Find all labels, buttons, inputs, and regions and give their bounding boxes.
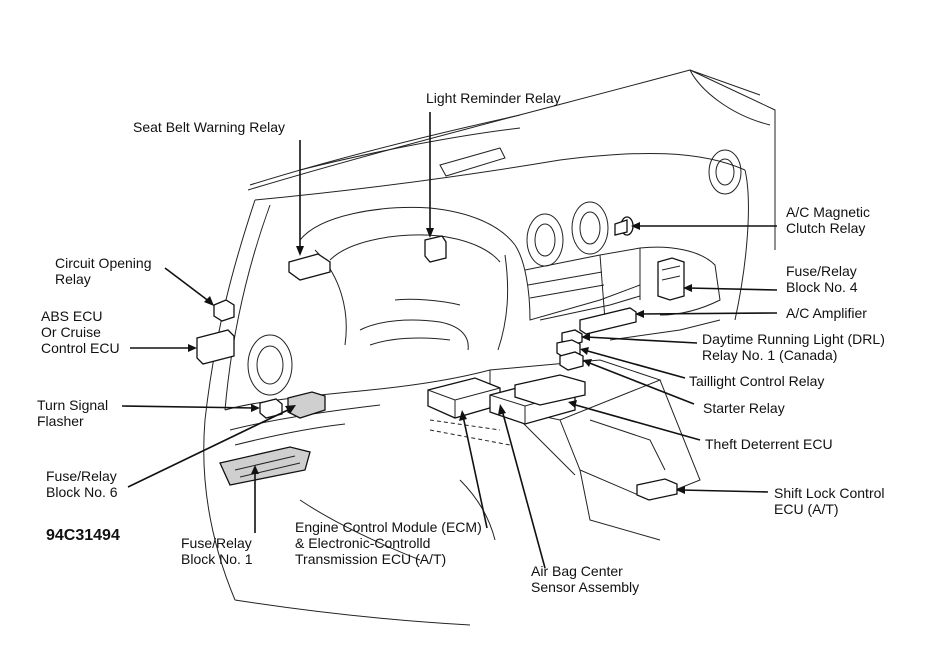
abs-ecu-part bbox=[196, 329, 235, 365]
label-taillight-control-relay: Taillight Control Relay bbox=[689, 373, 824, 389]
label-ac-magnetic-clutch-relay-line2: Clutch Relay bbox=[786, 220, 865, 236]
label-abs-ecu-line1: ABS ECU bbox=[41, 308, 102, 324]
light-reminder-relay-part bbox=[424, 235, 447, 263]
leader-lines bbox=[121, 112, 778, 569]
label-turn-signal-flasher-line2: Flasher bbox=[37, 413, 84, 429]
label-shift-lock-ecu-line1: Shift Lock Control bbox=[774, 485, 885, 501]
label-ecm-line2: & Electronic-Controlld bbox=[295, 535, 430, 551]
label-shift-lock-ecu-line2: ECU (A/T) bbox=[774, 501, 839, 517]
label-fuse-relay-block-1-line1: Fuse/Relay bbox=[181, 535, 252, 551]
label-ecm-line3: Transmission ECU (A/T) bbox=[295, 551, 446, 567]
shift-lock-ecu-part bbox=[636, 478, 678, 501]
label-ac-amplifier: A/C Amplifier bbox=[786, 305, 867, 321]
label-circuit-opening-relay-line1: Circuit Opening bbox=[55, 255, 152, 271]
label-abs-ecu-line2: Or Cruise bbox=[41, 324, 101, 340]
fuse-relay-block-4-part bbox=[657, 257, 685, 301]
label-ecm-line1: Engine Control Module (ECM) bbox=[295, 519, 482, 535]
label-fuse-relay-block-6-line1: Fuse/Relay bbox=[46, 468, 117, 484]
label-fuse-relay-block-4-line2: Block No. 4 bbox=[786, 279, 858, 295]
theft-deterrent-ecu-part bbox=[514, 374, 586, 406]
components bbox=[196, 216, 685, 501]
turn-signal-flasher-part bbox=[259, 398, 283, 419]
dashboard-outline bbox=[203, 69, 776, 626]
label-abs-ecu-line3: Control ECU bbox=[41, 340, 120, 356]
starter-relay-part bbox=[559, 351, 584, 371]
seat-belt-warning-relay-part bbox=[288, 253, 331, 281]
label-turn-signal-flasher-line1: Turn Signal bbox=[37, 397, 108, 413]
label-circuit-opening-relay-line2: Relay bbox=[55, 271, 91, 287]
label-starter-relay: Starter Relay bbox=[703, 400, 785, 416]
fuse-relay-block-6-part bbox=[287, 391, 326, 419]
circuit-opening-relay-part bbox=[213, 299, 235, 322]
labels: Light Reminder Relay Seat Belt Warning R… bbox=[37, 90, 885, 595]
fuse-relay-block-1-part bbox=[219, 446, 311, 486]
label-seat-belt-warning-relay: Seat Belt Warning Relay bbox=[133, 119, 285, 135]
label-drl-relay-line1: Daytime Running Light (DRL) bbox=[702, 331, 885, 347]
ac-amplifier-part bbox=[579, 307, 637, 335]
label-fuse-relay-block-6-line2: Block No. 6 bbox=[46, 484, 118, 500]
diagram-code: 94C31494 bbox=[46, 527, 120, 544]
label-air-bag-sensor-line1: Air Bag Center bbox=[531, 563, 623, 579]
label-light-reminder-relay: Light Reminder Relay bbox=[426, 90, 561, 106]
label-air-bag-sensor-line2: Sensor Assembly bbox=[531, 579, 639, 595]
label-ac-magnetic-clutch-relay-line1: A/C Magnetic bbox=[786, 204, 870, 220]
label-theft-deterrent-ecu: Theft Deterrent ECU bbox=[705, 436, 833, 452]
label-fuse-relay-block-1-line2: Block No. 1 bbox=[181, 551, 253, 567]
label-fuse-relay-block-4-line1: Fuse/Relay bbox=[786, 263, 857, 279]
label-drl-relay-line2: Relay No. 1 (Canada) bbox=[702, 347, 837, 363]
